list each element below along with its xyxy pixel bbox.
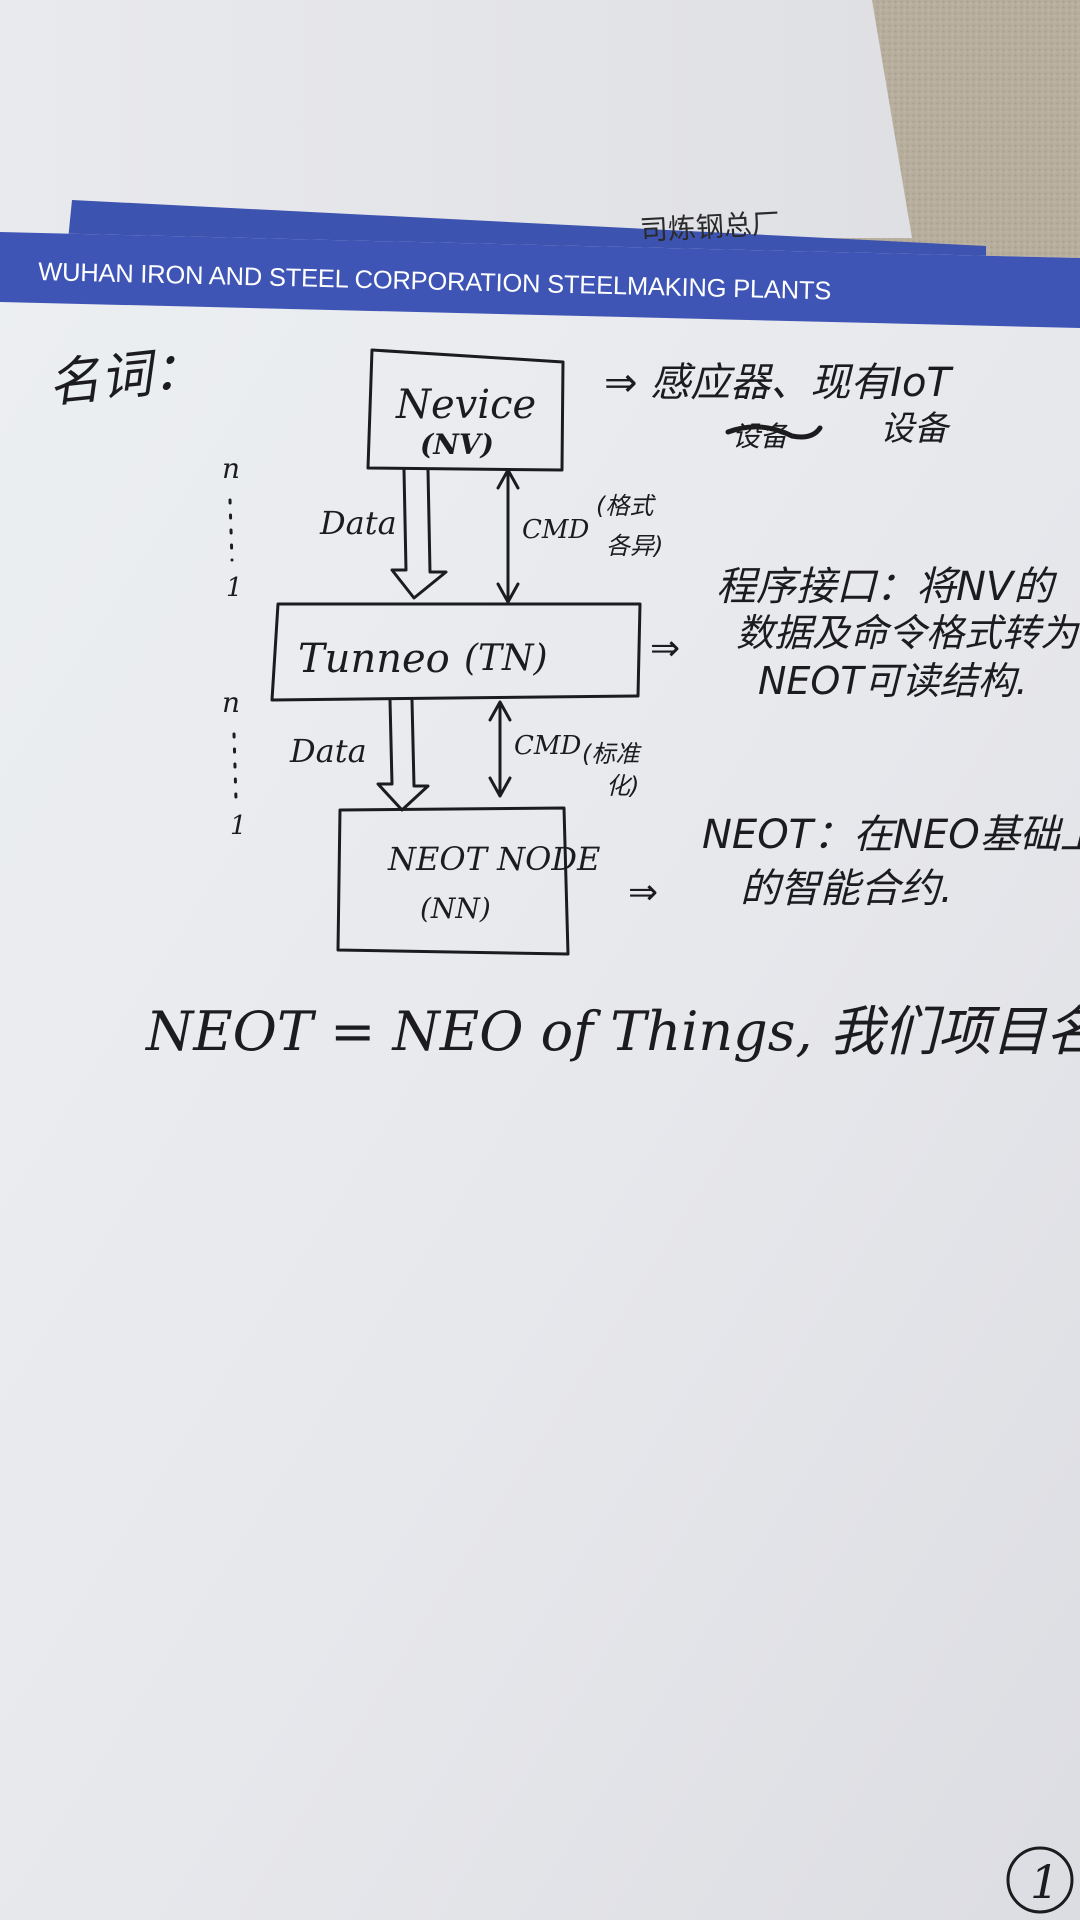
tunnel-description-line2: 数据及命令格式转为: [736, 611, 1080, 655]
header-banner: [0, 232, 1080, 328]
cmd-arrow-2: [488, 700, 512, 798]
device-description-line1: ⇒ 感应器、现有IoT: [604, 360, 954, 406]
node-name: NEOT NODE: [387, 840, 600, 878]
cmd-arrow-1: [496, 468, 520, 604]
tunnel-name: Tunneo: [298, 636, 450, 682]
tunnel-abbr: (TN): [464, 638, 548, 679]
data-label-1: Data: [319, 504, 397, 542]
node-description-line1: NEOT：在NEO基础上: [702, 812, 1080, 858]
cmd-note-1-line1: (格式: [596, 492, 656, 520]
tunnel-box: [270, 602, 642, 702]
multiplicity-top-n: n: [222, 452, 240, 485]
node-arrow-glyph: ⇒: [628, 872, 658, 913]
cmd-label-1: CMD: [522, 515, 590, 545]
back-sheet-text: 司炼钢总厂: [639, 207, 781, 247]
strikethrough-mark: [725, 424, 823, 440]
data-arrow-1: [390, 468, 448, 600]
tunnel-description-line1: 程序接口：将NV的: [716, 564, 1057, 610]
multiplicity-top-1: 1: [226, 573, 243, 603]
device-box: [366, 348, 565, 472]
page-number: 1: [1030, 1855, 1059, 1909]
multiplicity-top-dots: [228, 498, 234, 562]
page-number-circle: [1006, 1846, 1074, 1914]
main-paper-sheet: [0, 232, 1080, 1920]
back-paper-sheet: [0, 0, 912, 238]
multiplicity-bottom-n: n: [222, 686, 240, 719]
footer-line: NEOT = NEO of Things, 我们项目名.: [144, 1000, 1080, 1063]
node-box: [336, 806, 570, 956]
multiplicity-bottom-1: 1: [230, 811, 247, 841]
cmd-note-2-line1: (标准: [582, 740, 642, 768]
multiplicity-bottom-dots: [232, 732, 238, 802]
back-sheet-blue-edge: [68, 200, 986, 262]
tunnel-description-line3: NEOT可读结构.: [758, 659, 1028, 703]
node-abbr: (NN): [420, 892, 491, 925]
node-description-line2: 的智能合约.: [740, 866, 953, 912]
device-name: Nevice: [395, 382, 536, 428]
cmd-note-2-line2: 化): [606, 772, 639, 800]
cmd-label-2: CMD: [514, 731, 582, 761]
device-description-line2: 设备: [880, 409, 951, 449]
tunnel-arrow-glyph: ⇒: [650, 628, 680, 669]
data-label-2: Data: [289, 732, 367, 770]
cmd-note-1-line2: 各异): [606, 532, 663, 560]
device-abbr: (NV): [420, 428, 494, 461]
